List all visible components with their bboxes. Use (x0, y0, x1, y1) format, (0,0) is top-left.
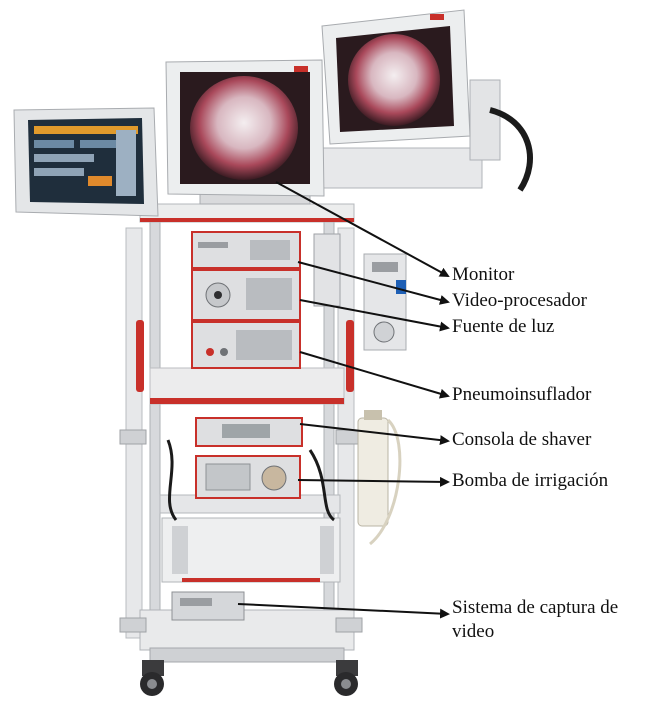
cart-frame (119, 203, 363, 663)
label-monitor: Monitor (452, 264, 515, 285)
equipment-stack (161, 231, 341, 621)
arrow-consola-shaver (299, 423, 450, 446)
callout-arrows (237, 181, 450, 619)
arrow-monitor (275, 181, 450, 277)
label-sistema-captura: Sistema de captura de video (452, 597, 619, 642)
control-touchscreen (13, 107, 159, 217)
label-consola-shaver: Consola de shaver (452, 429, 592, 450)
arrow-sistema-captura (237, 603, 450, 619)
cart-wheels (140, 660, 358, 696)
label-video-procesador: Video-procesador (452, 290, 587, 311)
side-units (313, 233, 407, 546)
label-bomba-irrigacion: Bomba de irrigación (452, 470, 609, 491)
arrow-bomba-irrigacion (297, 476, 450, 487)
label-pneumoinsuflador: Pneumoinsuflador (452, 384, 592, 405)
arrow-pneumoinsuflador (299, 351, 450, 399)
monitor-right (321, 9, 533, 192)
label-fuente-de-luz: Fuente de luz (452, 316, 555, 337)
arrow-video-procesador (297, 261, 450, 305)
monitor-main (165, 59, 325, 205)
arrow-fuente-de-luz (299, 299, 450, 332)
